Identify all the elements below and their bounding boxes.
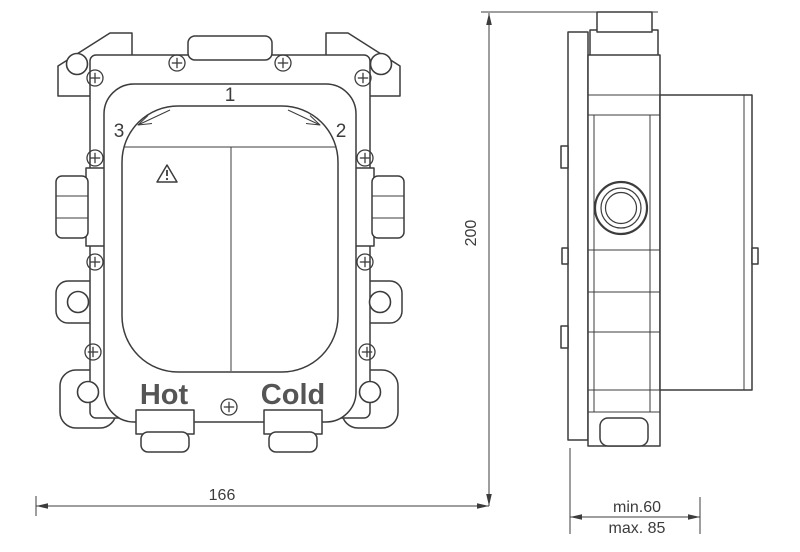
width-dimension-label: 166 — [209, 487, 236, 504]
side-port-fitting-right — [353, 167, 405, 247]
cold-port-label: Cold — [261, 379, 325, 411]
bottom-pipe-stub-hot — [135, 409, 195, 453]
depth-max-label: max. 85 — [609, 520, 666, 537]
side-port-circle — [593, 180, 649, 236]
warning-triangle-icon — [156, 164, 178, 183]
depth-min-label: min.60 — [613, 499, 661, 516]
step-label-3: 3 — [114, 121, 125, 142]
cover-plate — [121, 105, 339, 373]
hot-port-label: Hot — [140, 379, 189, 411]
top-tab — [187, 35, 273, 61]
front-view: 1 3 2 Hot Cold — [55, 32, 405, 453]
bottom-pipe-stub-cold — [263, 409, 323, 453]
dimension-width: 166 — [35, 487, 489, 516]
dimension-height: 200 — [463, 11, 658, 506]
side-view — [560, 11, 759, 447]
sequence-arrows — [137, 109, 321, 126]
bottom-cap-side — [599, 417, 649, 447]
plate-edge — [567, 31, 589, 441]
step-label-2: 2 — [336, 121, 347, 142]
dimension-depth: min.60 max. 85 — [569, 448, 701, 537]
valve-body — [103, 83, 357, 423]
body-step-lines — [588, 94, 660, 413]
height-dimension-label: 200 — [463, 220, 480, 247]
side-port-fitting-left — [55, 167, 107, 247]
step-label-1: 1 — [225, 85, 236, 106]
recessed-box — [659, 94, 753, 391]
